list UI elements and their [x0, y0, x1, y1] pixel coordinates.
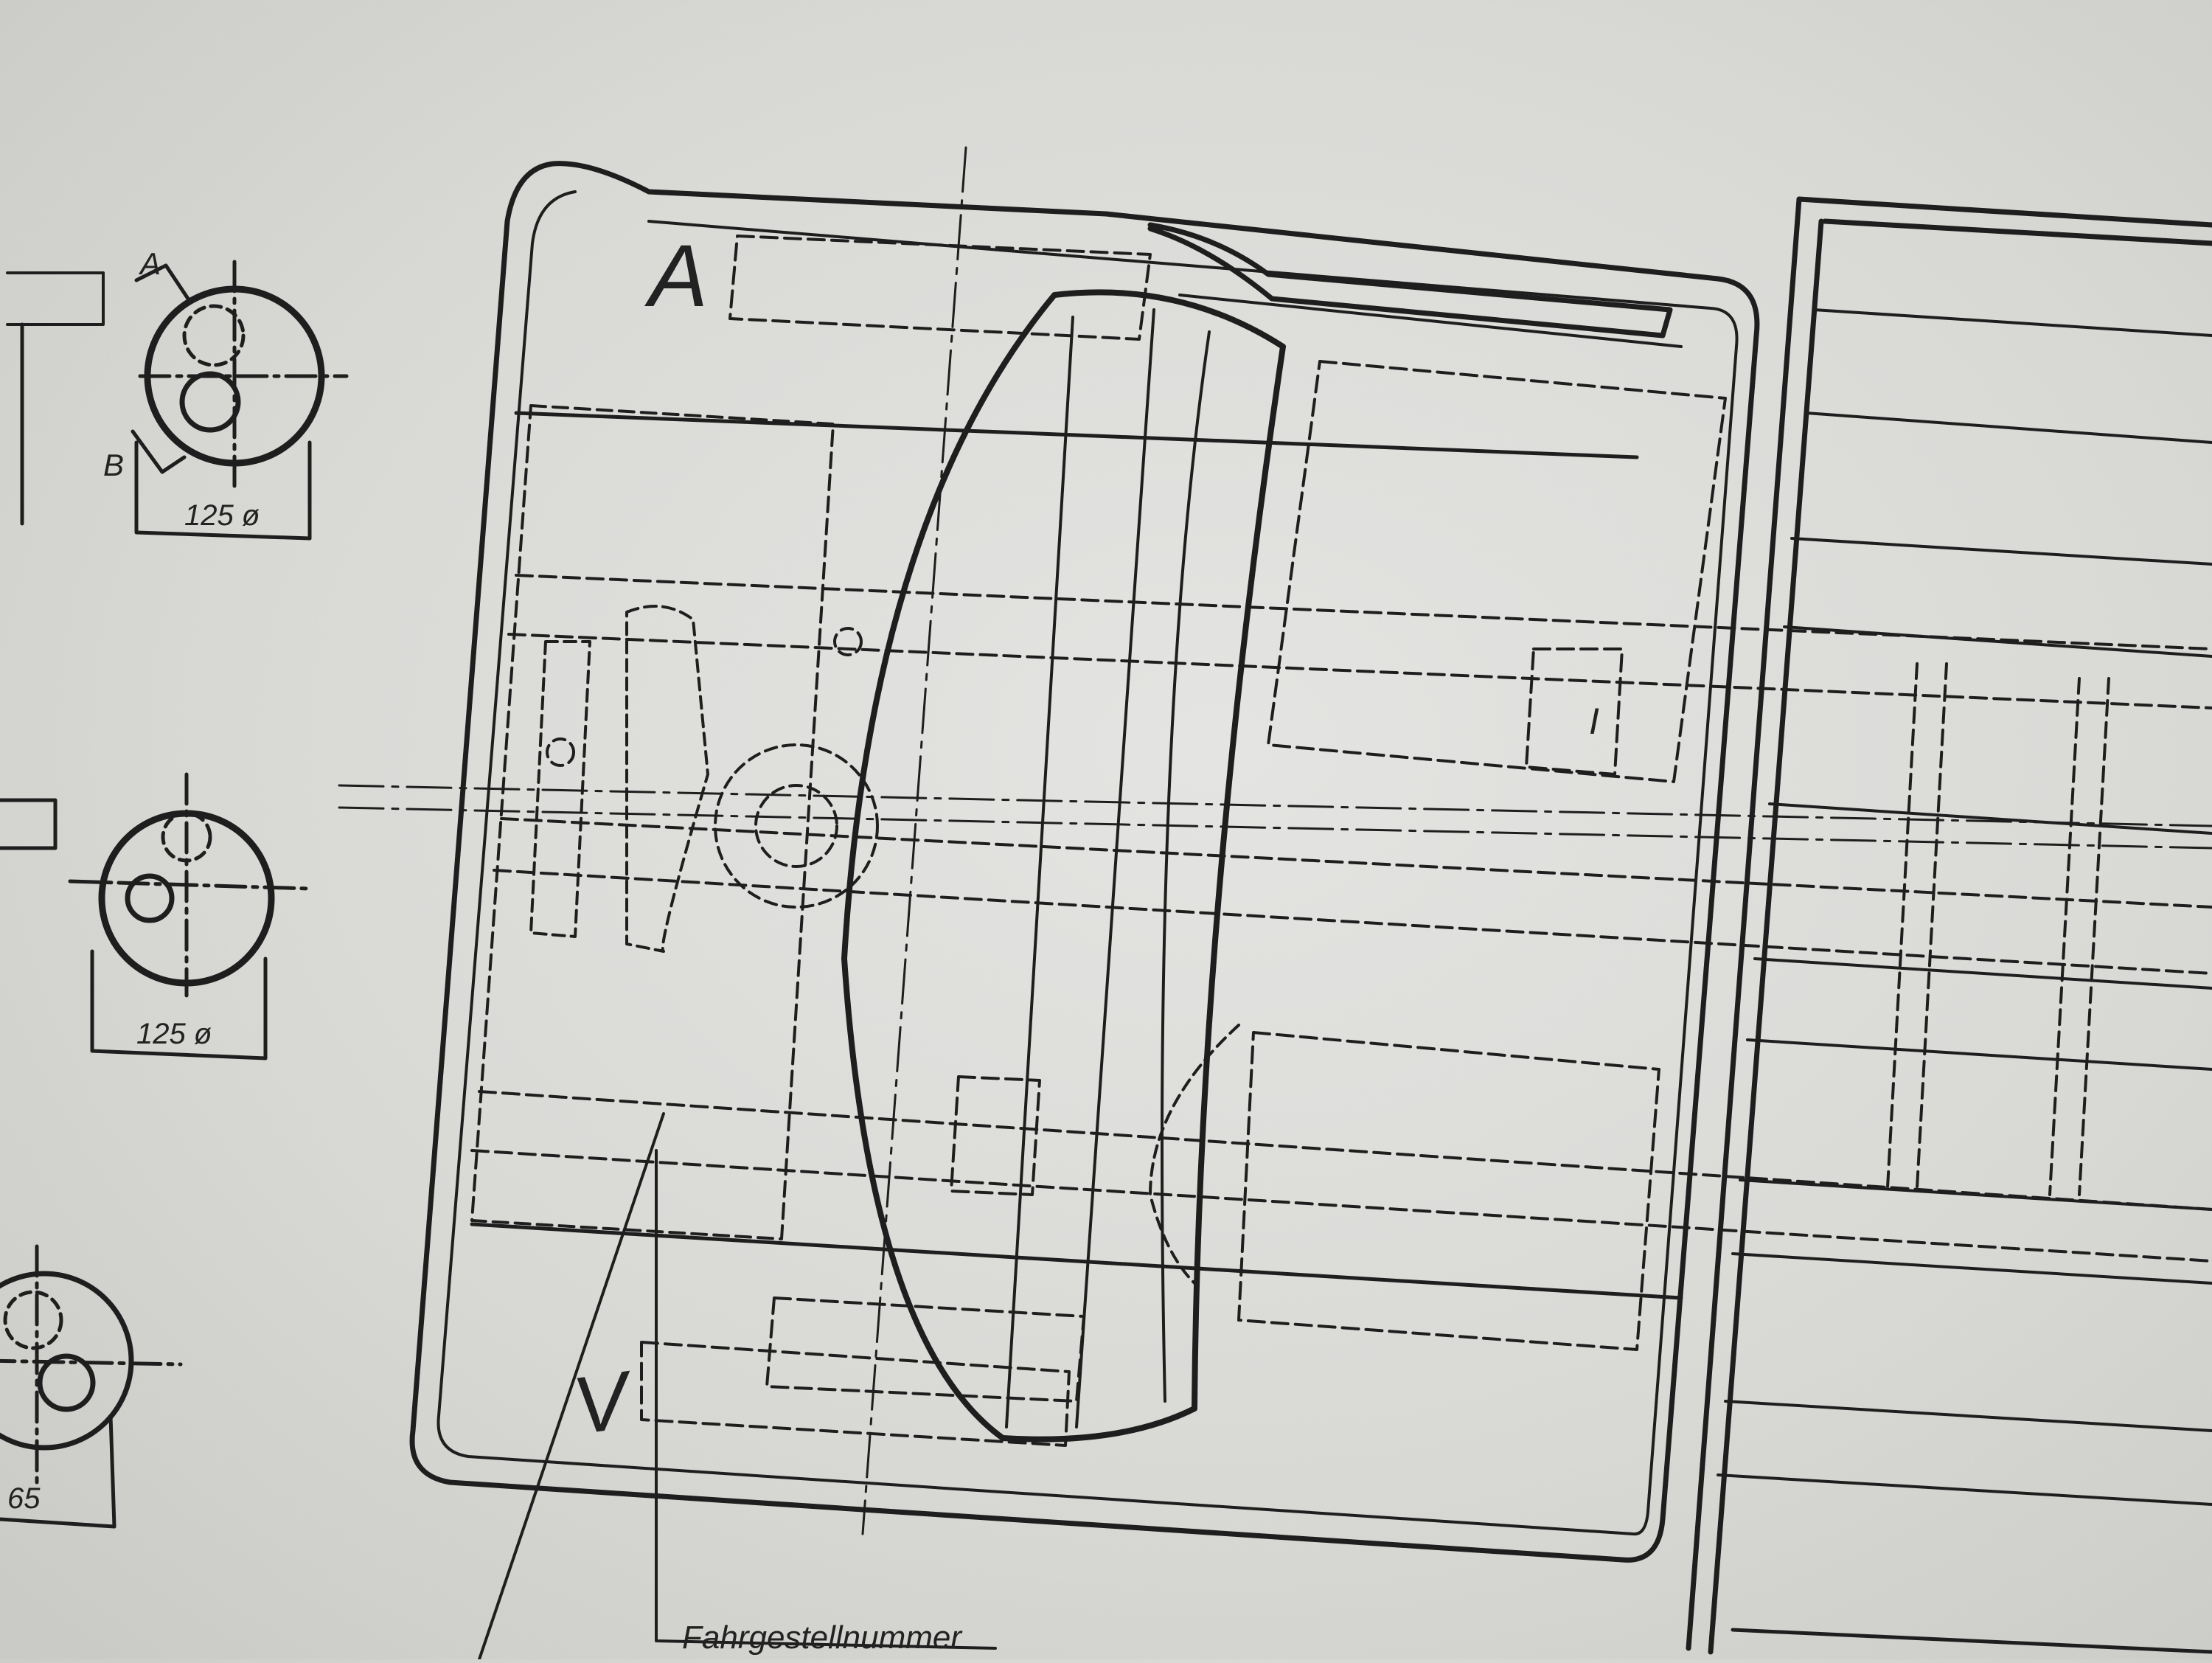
dimension-top: 125 ø	[184, 499, 260, 532]
cargo-bed	[1686, 196, 2212, 1655]
chassis-frame	[470, 235, 2212, 1447]
view-marker-v: V	[568, 1354, 640, 1452]
detail-circle-top	[6, 260, 349, 541]
chassis-number-label: Fahrgestellnummer	[682, 1619, 963, 1656]
cab-outline	[409, 161, 1760, 1563]
centre-lines	[338, 146, 2212, 1535]
dimension-bottom: 65	[7, 1482, 41, 1515]
detail-label-b: B	[103, 448, 124, 482]
callout-leader	[478, 1112, 997, 1661]
dimension-middle: 125 ø	[136, 1018, 212, 1050]
detail-circle-bottom	[0, 1244, 183, 1529]
door-opening	[841, 289, 1286, 1442]
detail-circle-middle	[0, 772, 312, 1060]
detail-label-a: A	[138, 246, 161, 281]
view-marker-a: A	[644, 226, 708, 325]
roman-numeral-marker: I	[1589, 701, 1599, 742]
steering-assembly	[529, 605, 1240, 1285]
